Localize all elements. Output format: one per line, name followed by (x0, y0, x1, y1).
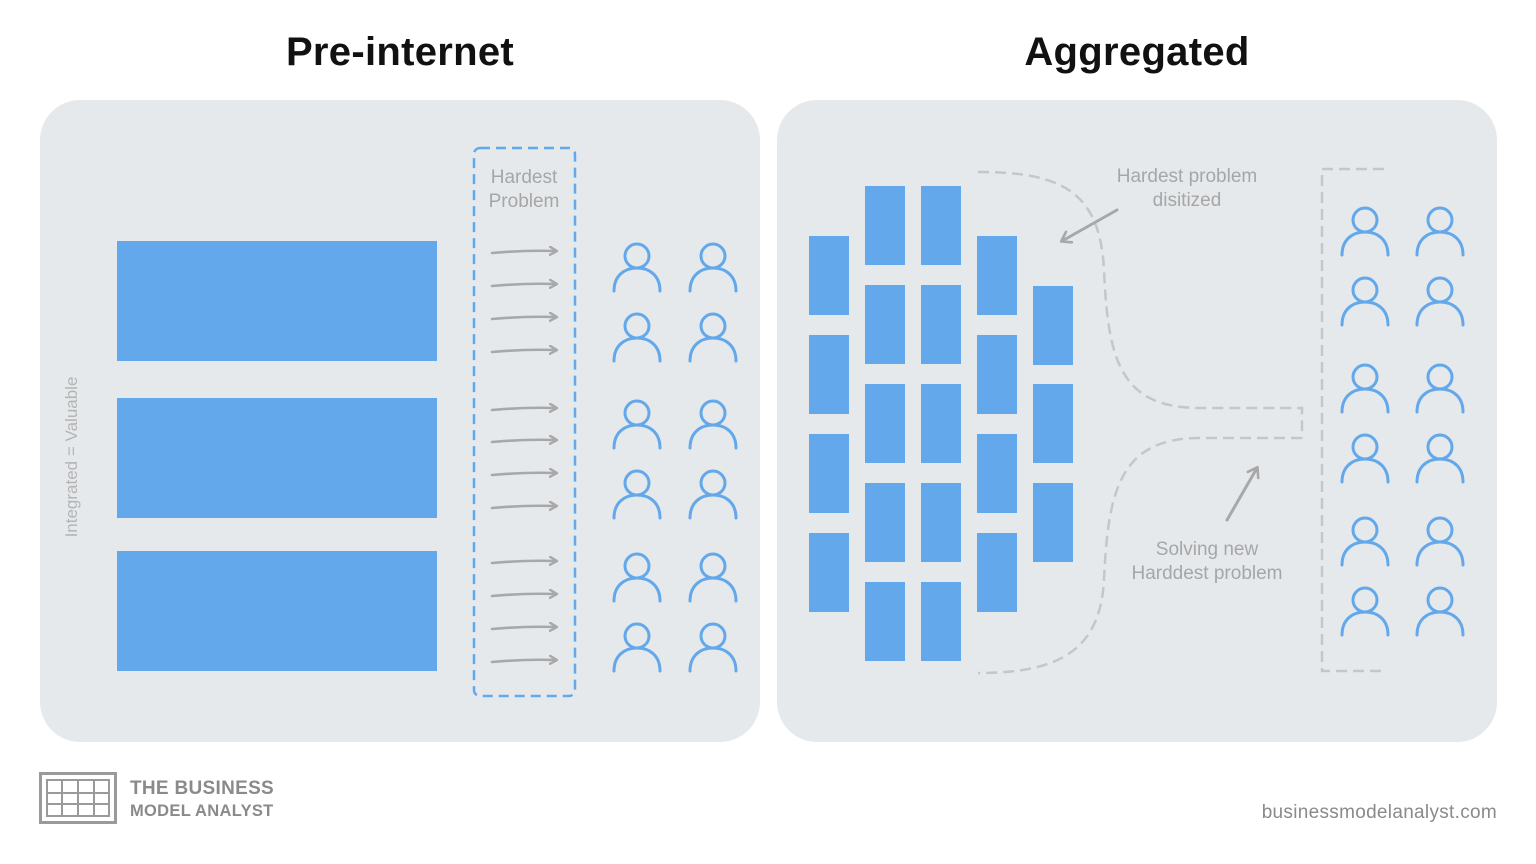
flow-arrow (490, 251, 556, 253)
flow-arrow (490, 440, 556, 442)
annotation-top-arrow (1059, 208, 1119, 244)
aggregated-block (1033, 286, 1073, 365)
brand-line2: MODEL ANALYST (130, 802, 274, 820)
user-icon (1340, 206, 1390, 257)
aggregated-block (921, 582, 961, 661)
right-panel-title: Aggregated (1024, 30, 1250, 74)
user-icon (688, 469, 738, 520)
flow-arrow (490, 660, 556, 662)
user-icon (1340, 516, 1390, 567)
user-icon (612, 242, 662, 293)
flow-arrow (490, 594, 556, 596)
user-icon (1415, 363, 1465, 414)
user-icon (612, 312, 662, 363)
user-icon (612, 622, 662, 673)
aggregated-block (865, 384, 905, 463)
user-icon (688, 622, 738, 673)
annotation-top-line1: Hardest problem (1117, 166, 1257, 187)
aggregated-block (865, 483, 905, 562)
user-icon (688, 552, 738, 603)
flow-arrow (490, 350, 556, 352)
aggregated-block (977, 335, 1017, 414)
flow-arrow (490, 506, 556, 508)
aggregated-block (865, 582, 905, 661)
aggregated-block (1033, 483, 1073, 562)
user-icon (1340, 363, 1390, 414)
user-icon (1415, 276, 1465, 327)
user-icon (612, 469, 662, 520)
aggregated-block (865, 186, 905, 265)
aggregated-block (921, 186, 961, 265)
user-icon (1340, 586, 1390, 637)
user-icon (612, 552, 662, 603)
annotation-bottom-line2: Harddest problem (1131, 563, 1282, 584)
user-icon (688, 399, 738, 450)
aggregated-block (809, 533, 849, 612)
aggregated-block (977, 533, 1017, 612)
user-icon (612, 399, 662, 450)
left-panel-title: Pre-internet (285, 30, 515, 74)
aggregated-block (921, 384, 961, 463)
integrated-block (117, 551, 437, 671)
users-bracket (1320, 167, 1384, 673)
user-icon (1415, 516, 1465, 567)
right-user-grid (1340, 206, 1465, 637)
flow-arrow (490, 473, 556, 475)
aggregated-block (921, 285, 961, 364)
aggregated-block (865, 285, 905, 364)
integrated-block (117, 398, 437, 518)
hardest-problem-label-line2: Problem (489, 191, 560, 212)
hardest-problem-label-line1: Hardest (491, 167, 558, 188)
website-link[interactable]: businessmodelanalyst.com (1261, 802, 1497, 823)
aggregated-block (809, 335, 849, 414)
annotation-top-line2: disitized (1153, 190, 1222, 211)
left-user-grid (612, 242, 738, 673)
flow-arrows (490, 251, 556, 662)
flow-arrow (490, 627, 556, 629)
aggregated-block (977, 434, 1017, 513)
user-icon (1415, 433, 1465, 484)
flow-arrow (490, 317, 556, 319)
annotation-bottom-arrow (1225, 465, 1260, 522)
brand-name: THE BUSINESS MODEL ANALYST (130, 778, 274, 821)
annotation-bottom-line1: Solving new (1156, 539, 1259, 560)
hardest-problem-box (472, 146, 577, 698)
funnel-outline-top (977, 170, 1304, 438)
aggregated-block (809, 434, 849, 513)
aggregated-block (809, 236, 849, 315)
brand-logo-icon (39, 772, 117, 824)
funnel-outline-bottom (977, 436, 1302, 675)
flow-arrow (490, 284, 556, 286)
user-icon (1415, 586, 1465, 637)
flow-arrow (490, 408, 556, 410)
user-icon (1340, 433, 1390, 484)
brand-line1: THE BUSINESS (130, 778, 275, 799)
flow-arrow (490, 561, 556, 563)
axis-label: Integrated = Valuable (62, 377, 81, 538)
integrated-block (117, 241, 437, 361)
user-icon (688, 242, 738, 293)
aggregated-block (921, 483, 961, 562)
user-icon (1340, 276, 1390, 327)
user-icon (688, 312, 738, 363)
aggregated-block (977, 236, 1017, 315)
user-icon (1415, 206, 1465, 257)
aggregated-block-grid (809, 186, 1073, 661)
aggregated-block (1033, 384, 1073, 463)
integrated-blocks (117, 241, 437, 671)
